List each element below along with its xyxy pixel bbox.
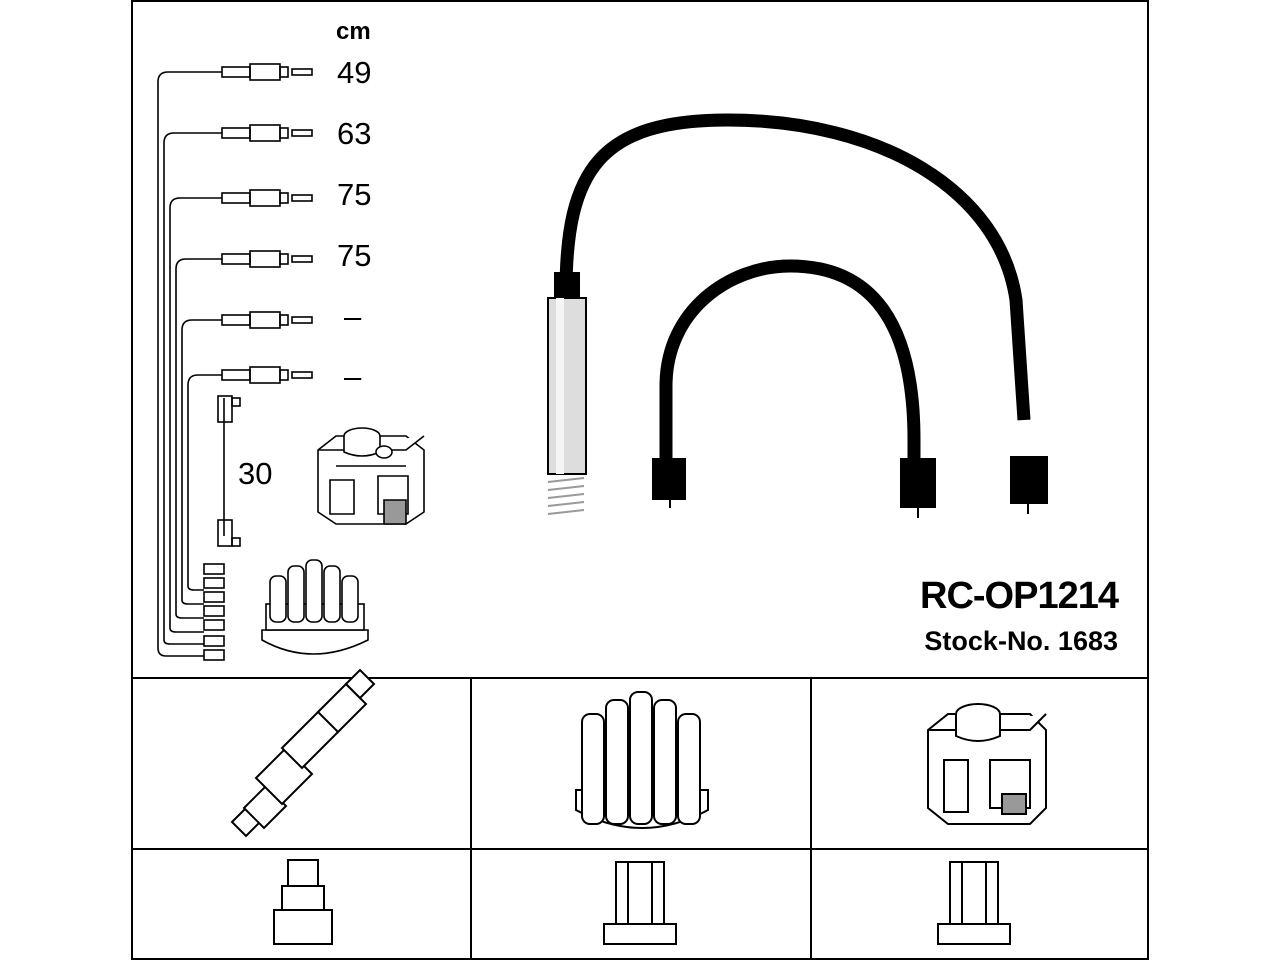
coil-lead-length: 30	[238, 456, 273, 491]
frame	[131, 0, 1149, 960]
part-number: RC-OP1214	[920, 575, 1119, 617]
wire-length-6: –	[344, 359, 362, 394]
unit-label: cm	[336, 18, 371, 45]
coil-terminal-icon	[937, 861, 1011, 945]
ignition-lead-set-icon	[157, 63, 313, 661]
wire-length-5: –	[344, 299, 362, 334]
spark-plug-boot-icon	[547, 113, 1048, 518]
wire-length-4: 75	[337, 238, 372, 273]
stock-number: Stock-No. 1683	[924, 626, 1118, 656]
cap-terminal-icon	[603, 861, 677, 945]
spark-plug-icon	[230, 668, 376, 838]
distributor-cap-icon	[261, 559, 369, 655]
distributor-cap-icon	[575, 691, 709, 829]
ignition-coil-icon	[927, 703, 1047, 825]
plug-terminal-icon	[273, 859, 333, 945]
ignition-coil-icon	[317, 427, 425, 525]
wire-length-3: 75	[337, 177, 372, 212]
wire-length-1: 49	[337, 55, 372, 90]
wire-length-2: 63	[337, 116, 372, 151]
